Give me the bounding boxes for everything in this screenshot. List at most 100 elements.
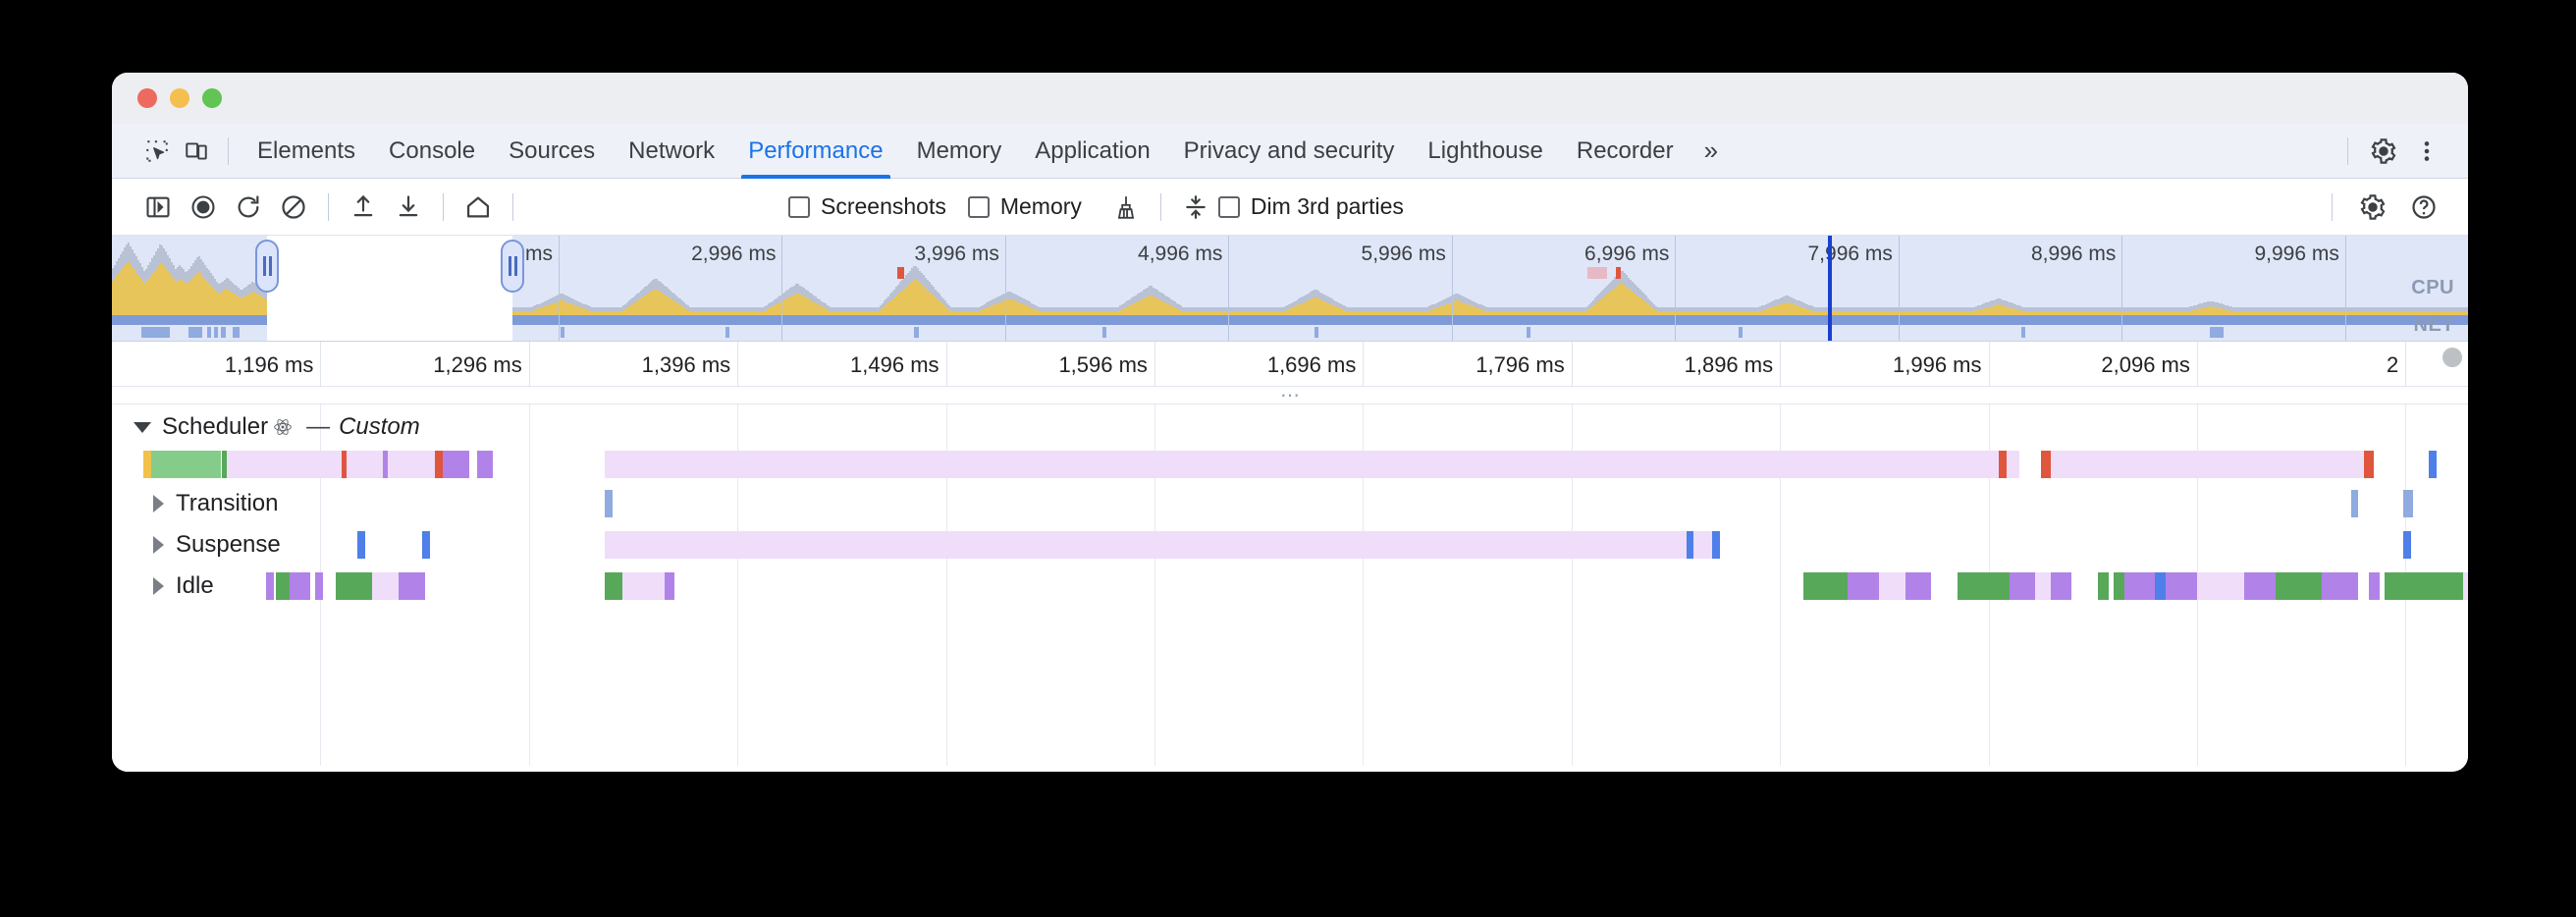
timeline-event[interactable] <box>622 572 665 600</box>
timeline-event[interactable] <box>284 451 342 478</box>
timeline-event[interactable] <box>1686 531 1694 559</box>
timeline-event[interactable] <box>2051 451 2364 478</box>
timeline-event[interactable] <box>388 451 436 478</box>
timeline-event[interactable] <box>2123 572 2156 600</box>
timeline-event[interactable] <box>664 572 675 600</box>
collapse-tracks-icon[interactable] <box>1173 185 1218 230</box>
track-group-scheduler[interactable]: Scheduler — Custom <box>112 408 420 446</box>
download-profile-icon[interactable] <box>386 185 431 230</box>
timeline-event[interactable] <box>341 451 347 478</box>
upload-profile-icon[interactable] <box>341 185 386 230</box>
timeline-event[interactable] <box>604 490 613 517</box>
dim-3rd-parties-checkbox[interactable]: Dim 3rd parties <box>1217 193 1404 220</box>
tab-privacy-and-security[interactable]: Privacy and security <box>1183 136 1395 164</box>
timeline-event[interactable] <box>435 451 444 478</box>
minimize-window-button[interactable] <box>170 88 189 108</box>
capture-settings-gear-icon[interactable] <box>2350 185 2395 230</box>
track-label-suspense[interactable]: Suspense <box>153 526 281 564</box>
timeline-event[interactable] <box>2098 572 2109 600</box>
track-label-idle[interactable]: Idle <box>153 567 214 605</box>
timeline-event[interactable] <box>2155 572 2167 600</box>
timeline-event[interactable] <box>2243 572 2276 600</box>
timeline-event[interactable] <box>2113 572 2124 600</box>
timeline-event[interactable] <box>150 451 222 478</box>
clear-icon[interactable] <box>271 185 316 230</box>
timeline-event[interactable] <box>1957 572 2010 600</box>
more-tabs-chevron-icon[interactable]: » <box>1703 135 1719 165</box>
flame-chart[interactable]: Scheduler — Custom Blocking Transiti <box>112 405 2468 766</box>
settings-gear-icon[interactable] <box>2364 132 2403 171</box>
timeline-event[interactable] <box>2429 451 2438 478</box>
tab-recorder[interactable]: Recorder <box>1576 136 1674 164</box>
timeline-event[interactable] <box>2166 572 2197 600</box>
track-row-transition[interactable]: Transition <box>112 485 2468 522</box>
timeline-event[interactable] <box>2035 572 2052 600</box>
selection-right-handle[interactable] <box>501 240 524 293</box>
tab-lighthouse[interactable]: Lighthouse <box>1427 136 1543 164</box>
track-row-idle[interactable]: Idle <box>112 567 2468 605</box>
more-options-kebab-icon[interactable] <box>2407 132 2446 171</box>
timeline-event[interactable] <box>1712 531 1721 559</box>
timeline-event[interactable] <box>2402 531 2411 559</box>
home-icon[interactable] <box>456 185 501 230</box>
inspect-element-icon[interactable] <box>137 132 177 171</box>
timeline-event[interactable] <box>315 572 324 600</box>
timeline-event[interactable] <box>2363 451 2375 478</box>
timeline-event[interactable] <box>226 451 285 478</box>
timeline-event[interactable] <box>372 572 400 600</box>
timeline-event[interactable] <box>1803 572 1849 600</box>
timeline-event[interactable] <box>289 572 310 600</box>
memory-checkbox[interactable]: Memory <box>967 193 1082 220</box>
tab-performance[interactable]: Performance <box>731 124 899 179</box>
timeline-event[interactable] <box>2051 572 2072 600</box>
timeline-event[interactable] <box>399 572 425 600</box>
timeline-event[interactable] <box>604 451 2020 478</box>
timeline-event[interactable] <box>2196 572 2244 600</box>
timeline-event[interactable] <box>142 451 151 478</box>
timeline-event[interactable] <box>476 451 493 478</box>
tab-sources[interactable]: Sources <box>509 136 596 164</box>
overview-selection-window[interactable] <box>267 236 512 341</box>
record-icon[interactable] <box>181 185 226 230</box>
device-toolbar-icon[interactable] <box>177 132 216 171</box>
toggle-sidebar-icon[interactable] <box>135 185 181 230</box>
timeline-event[interactable] <box>346 451 384 478</box>
timeline-event[interactable] <box>604 572 623 600</box>
screenshots-checkbox[interactable]: Screenshots <box>788 193 946 220</box>
selection-left-handle[interactable] <box>255 240 279 293</box>
collect-garbage-broom-icon[interactable] <box>1103 185 1149 230</box>
timeline-event[interactable] <box>2322 572 2359 600</box>
scrollbar-thumb[interactable] <box>2442 348 2462 367</box>
timeline-event[interactable] <box>2040 451 2052 478</box>
timeline-event[interactable] <box>2385 572 2463 600</box>
tab-elements[interactable]: Elements <box>257 136 356 164</box>
timeline-event[interactable] <box>1848 572 1879 600</box>
timeline-event[interactable] <box>604 531 1713 559</box>
timeline-event[interactable] <box>265 572 274 600</box>
close-window-button[interactable] <box>137 88 157 108</box>
timeline-event[interactable] <box>221 451 227 478</box>
tab-memory[interactable]: Memory <box>916 136 1002 164</box>
tab-network[interactable]: Network <box>628 136 716 164</box>
timeline-event[interactable] <box>421 531 430 559</box>
timeline-event[interactable] <box>2009 572 2036 600</box>
timeline-event[interactable] <box>2275 572 2323 600</box>
reload-and-record-icon[interactable] <box>226 185 271 230</box>
timeline-event[interactable] <box>383 451 389 478</box>
timeline-event[interactable] <box>2462 572 2468 600</box>
timeline-event[interactable] <box>1999 451 2008 478</box>
timeline-event[interactable] <box>356 531 365 559</box>
timeline-event[interactable] <box>1905 572 1932 600</box>
timeline-overview[interactable]: 996 ms1,996 ms2,996 ms3,996 ms4,996 ms5,… <box>112 236 2468 342</box>
track-label-transition[interactable]: Transition <box>153 485 278 522</box>
track-row-blocking[interactable]: Blocking <box>112 446 2468 483</box>
tab-console[interactable]: Console <box>389 136 476 164</box>
panel-resizer[interactable]: ⋯ <box>112 386 2468 405</box>
track-row-suspense[interactable]: Suspense <box>112 526 2468 564</box>
timeline-event[interactable] <box>2350 490 2359 517</box>
timeline-event[interactable] <box>336 572 373 600</box>
timeline-event[interactable] <box>2402 490 2414 517</box>
maximize-window-button[interactable] <box>202 88 222 108</box>
timeline-event[interactable] <box>2369 572 2380 600</box>
help-question-icon[interactable] <box>2401 185 2446 230</box>
